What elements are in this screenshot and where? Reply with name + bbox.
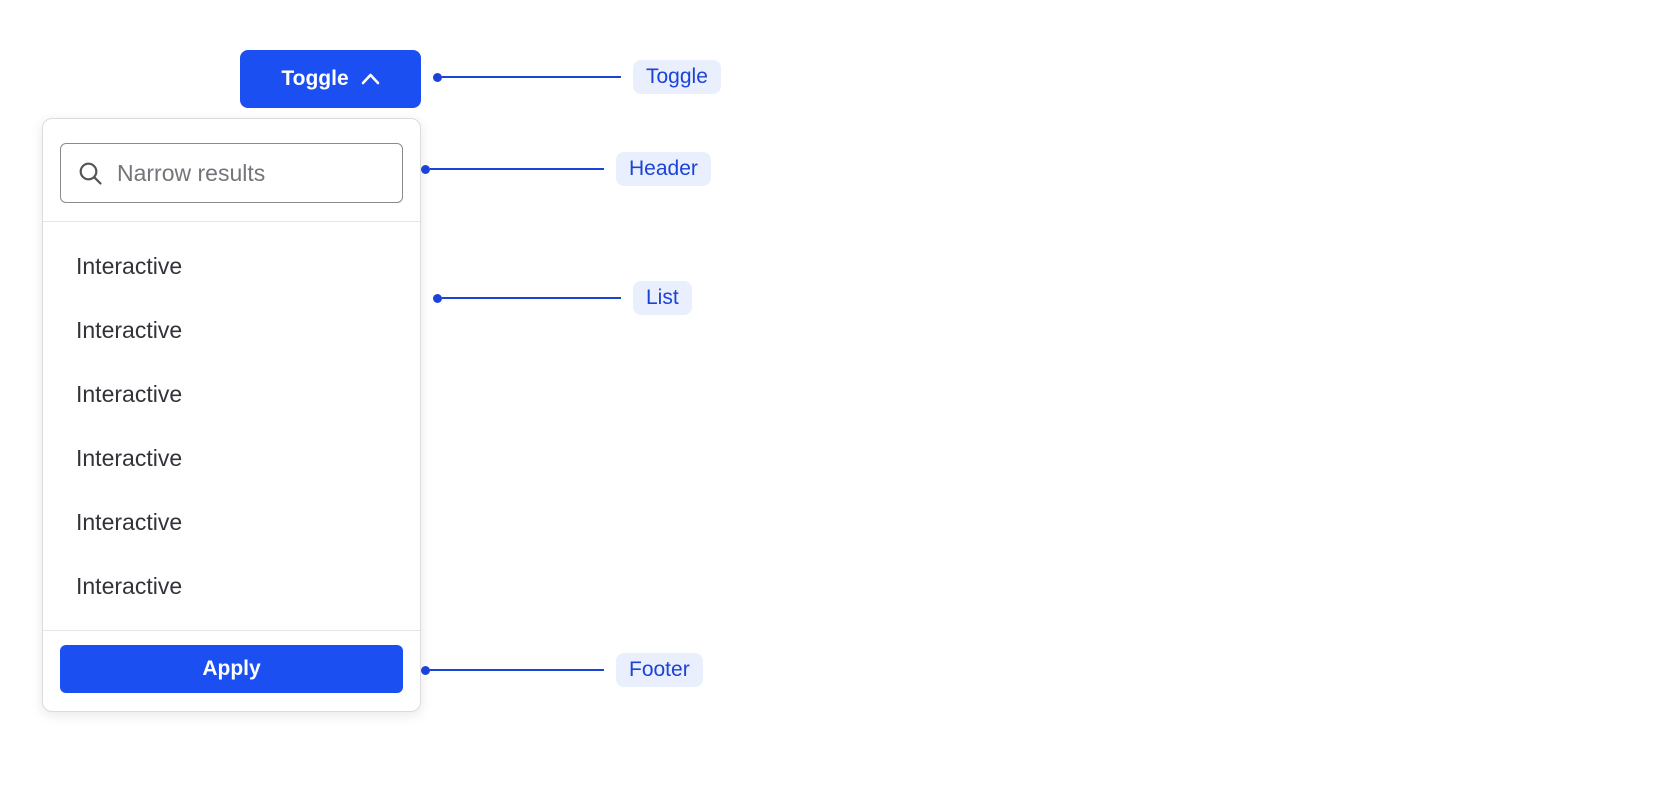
- dropdown-header: [43, 119, 420, 222]
- search-input[interactable]: [117, 159, 388, 187]
- connector-dot: [433, 293, 442, 303]
- annotation-toggle: Toggle: [433, 60, 721, 94]
- list-item[interactable]: Interactive: [76, 317, 183, 343]
- connector-dot: [421, 665, 430, 675]
- list-item[interactable]: Interactive: [76, 445, 183, 471]
- connector-line: [442, 297, 621, 299]
- annotation-label-toggle: Toggle: [633, 60, 721, 94]
- connector-line: [442, 76, 621, 78]
- annotation-footer: Footer: [421, 653, 703, 687]
- annotation-header: Header: [421, 152, 711, 186]
- dropdown-list: Interactive Interactive Interactive Inte…: [43, 222, 420, 630]
- chevron-up-icon: [361, 73, 380, 85]
- list-item[interactable]: Interactive: [76, 509, 183, 535]
- toggle-button-label: Toggle: [281, 67, 349, 90]
- search-input-wrapper[interactable]: [60, 143, 403, 203]
- annotation-label-header: Header: [616, 152, 711, 186]
- dropdown-panel: Interactive Interactive Interactive Inte…: [42, 118, 421, 712]
- list-item[interactable]: Interactive: [76, 381, 183, 407]
- search-icon: [77, 160, 104, 187]
- connector-dot: [433, 72, 442, 82]
- list-item[interactable]: Interactive: [76, 573, 183, 599]
- annotation-label-footer: Footer: [616, 653, 703, 687]
- annotation-label-list: List: [633, 281, 692, 315]
- toggle-button[interactable]: Toggle: [240, 50, 421, 108]
- connector-line: [430, 168, 604, 170]
- annotation-list: List: [433, 281, 692, 315]
- connector-line: [430, 669, 604, 671]
- connector-dot: [421, 164, 430, 174]
- list-item[interactable]: Interactive: [76, 253, 183, 279]
- apply-button[interactable]: Apply: [60, 645, 403, 693]
- dropdown-footer: Apply: [43, 630, 420, 711]
